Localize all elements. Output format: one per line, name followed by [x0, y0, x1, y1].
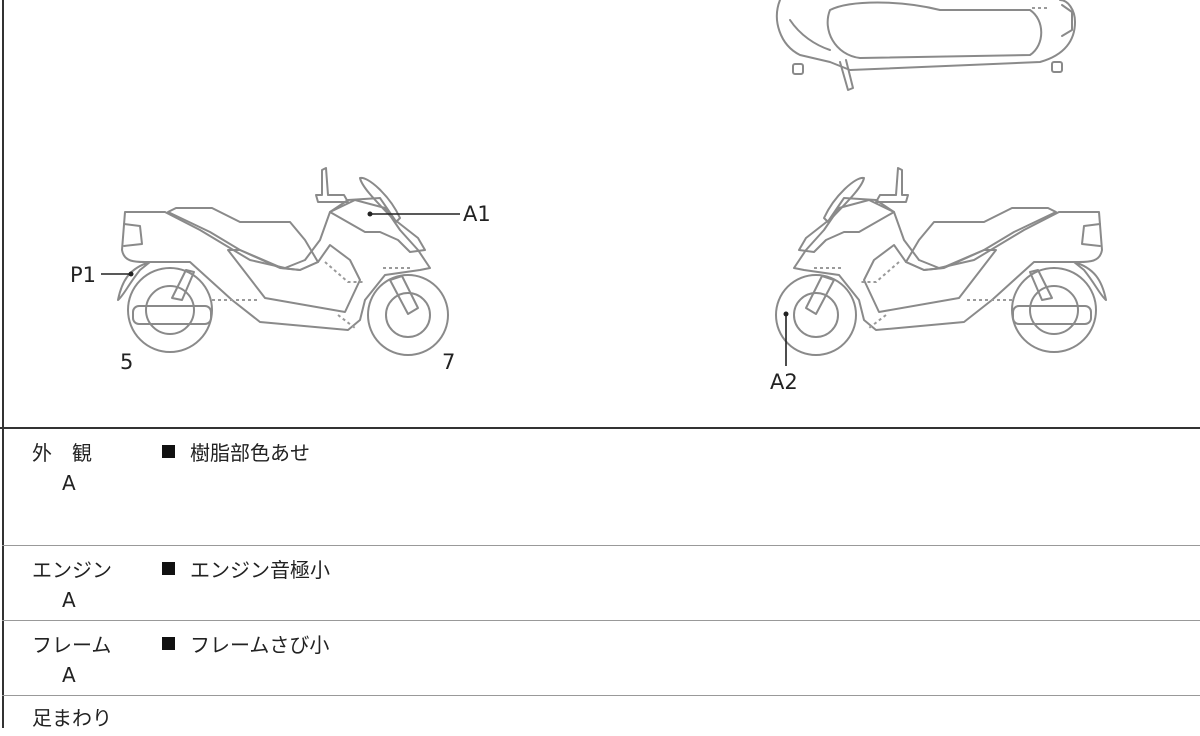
section-grade: A: [62, 471, 76, 495]
section-note: 樹脂部色あせ: [162, 437, 310, 466]
note-text: 樹脂部色あせ: [190, 441, 310, 465]
section-grade: A: [62, 663, 76, 687]
marker-a1: A1: [463, 202, 491, 226]
front-wheel-number: 7: [442, 350, 456, 374]
scooter-diagram: [101, 0, 1107, 366]
bullet-square-icon: [162, 562, 175, 575]
section-suspension: 足まわり: [2, 695, 1200, 736]
marker-p1: P1: [70, 263, 97, 287]
note-text: フレームさび小: [190, 633, 330, 657]
section-note: フレームさび小: [162, 629, 329, 658]
section-note: エンジン音極小: [162, 554, 330, 583]
marker-a2: A2: [770, 370, 798, 394]
scooter-top-view: [775, 0, 1076, 91]
rear-wheel-number: 5: [120, 350, 134, 374]
section-frame: フレーム A フレームさび小: [2, 620, 1200, 696]
section-category: 足まわり: [32, 706, 112, 730]
section-exterior: 外 観 A 樹脂部色あせ: [2, 429, 1200, 545]
section-engine: エンジン A エンジン音極小: [2, 545, 1200, 621]
section-category: 外 観: [32, 441, 92, 465]
diagram-divider: [0, 427, 1200, 429]
section-grade: A: [62, 588, 76, 612]
note-text: エンジン音極小: [190, 558, 330, 582]
scooter-right-view: [775, 167, 1107, 356]
section-category: エンジン: [32, 558, 112, 582]
scooter-left-view: [117, 167, 449, 356]
section-category: フレーム: [32, 633, 112, 657]
bullet-square-icon: [162, 637, 175, 650]
bullet-square-icon: [162, 445, 175, 458]
